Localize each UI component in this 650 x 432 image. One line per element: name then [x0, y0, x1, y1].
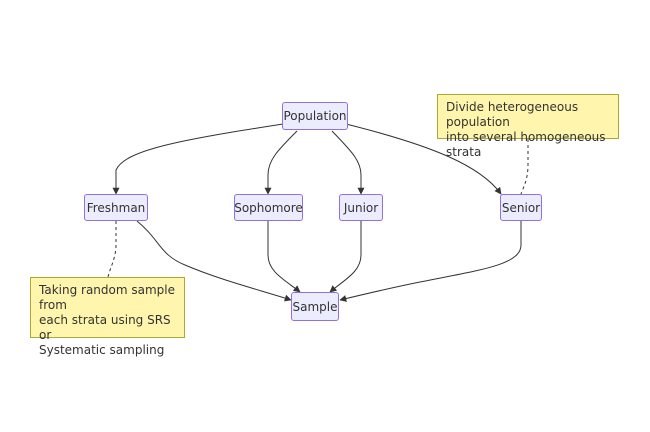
edge-senior-sample: [339, 221, 522, 302]
node-senior: Senior: [500, 194, 542, 221]
note-strata: Divide heterogeneous population into sev…: [437, 94, 619, 159]
edge-junior-sample: [329, 221, 362, 293]
edge-population-sophomore: [264, 130, 298, 195]
node-sample: Sample: [291, 292, 339, 321]
node-population: Population: [282, 102, 348, 130]
edge-population-senior: [345, 123, 502, 195]
note-sampling: Taking random sample from each strata us…: [30, 277, 185, 357]
node-sophomore: Sophomore: [234, 194, 303, 221]
edge-population-junior: [331, 130, 365, 195]
edge-population-freshman: [112, 123, 284, 195]
note-link-sampling: [107, 221, 117, 278]
node-junior: Junior: [339, 194, 383, 221]
note-link-strata: [520, 139, 529, 195]
edge-sophomore-sample: [267, 221, 301, 293]
edge-freshman-sample: [136, 220, 292, 302]
node-freshman: Freshman: [84, 194, 148, 221]
